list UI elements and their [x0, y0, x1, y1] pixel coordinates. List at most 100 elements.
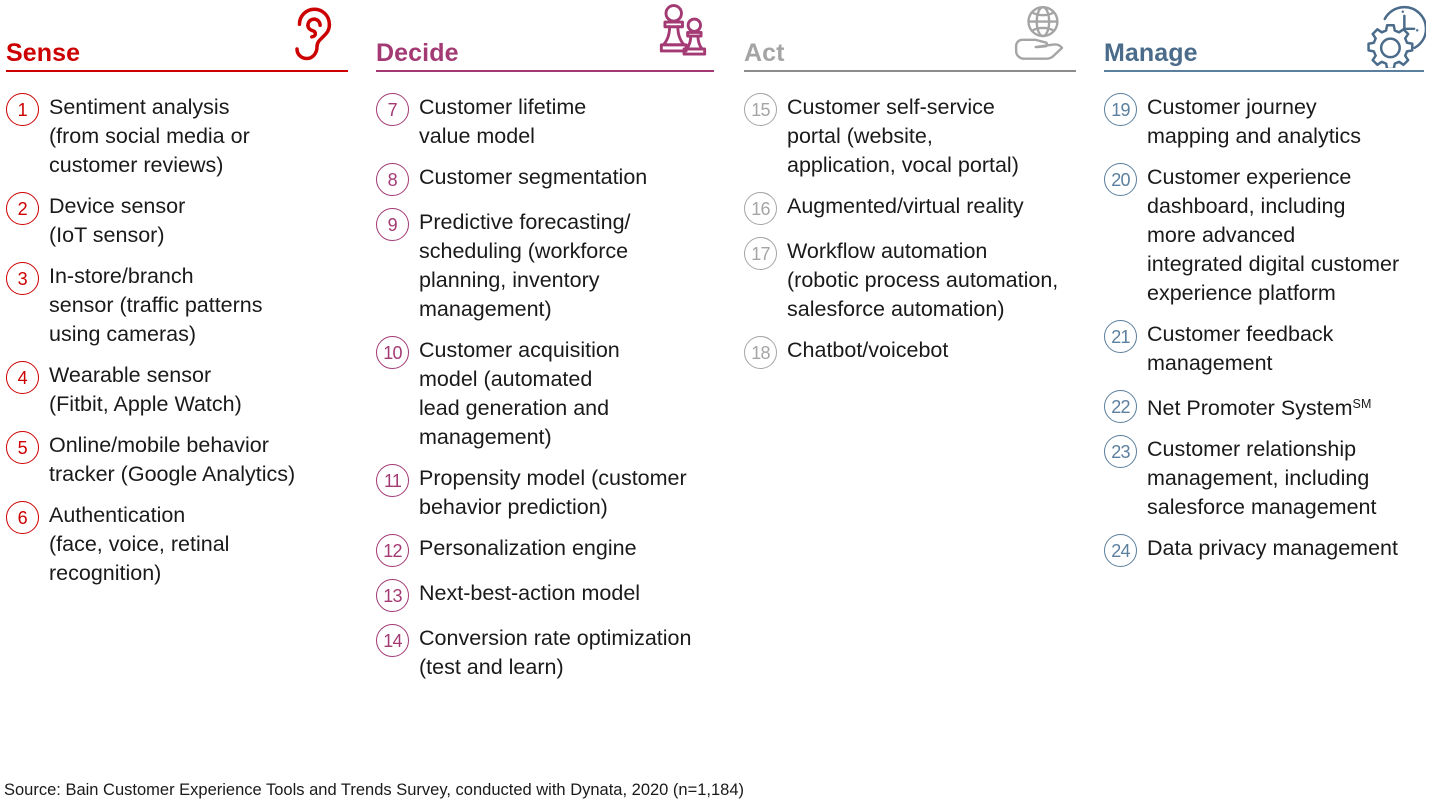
item-number-badge: 4 [6, 361, 39, 394]
list-item[interactable]: 9 Predictive forecasting/ scheduling (wo… [376, 207, 722, 324]
column-header-sense: Sense [6, 0, 356, 78]
list-item[interactable]: 20 Customer experience dashboard, includ… [1104, 162, 1432, 308]
item-number-badge: 23 [1104, 435, 1137, 468]
item-list-manage: 19 Customer journey mapping and analytic… [1104, 78, 1432, 567]
column-header-manage: Manage [1104, 0, 1432, 78]
list-item[interactable]: 16 Augmented/virtual reality [744, 191, 1084, 225]
list-item[interactable]: 11 Propensity model (customer behavior p… [376, 463, 722, 522]
item-number-badge: 1 [6, 93, 39, 126]
column-rule-sense [6, 70, 348, 72]
item-label: Authentication (face, voice, retinal rec… [49, 503, 230, 585]
item-label: Customer self-service portal (website, a… [787, 95, 1019, 177]
item-number-badge: 2 [6, 192, 39, 225]
list-item[interactable]: 22 Net Promoter SystemSM [1104, 389, 1432, 423]
item-label: Sentiment analysis (from social media or… [49, 95, 250, 177]
list-item[interactable]: 17 Workflow automation (robotic process … [744, 236, 1084, 324]
item-number-badge: 11 [376, 464, 409, 497]
list-item[interactable]: 23 Customer relationship management, inc… [1104, 434, 1432, 522]
item-number-badge: 22 [1104, 390, 1137, 423]
item-label: Customer lifetime value model [419, 95, 587, 148]
columns-container: Sense 1 Sentiment analysis (from social … [0, 0, 1440, 693]
column-header-decide: Decide [376, 0, 722, 78]
item-label: Customer segmentation [419, 165, 648, 189]
item-list-decide: 7 Customer lifetime value model 8 Custom… [376, 78, 722, 682]
item-label: Propensity model (customer behavior pred… [419, 466, 687, 519]
item-label: Wearable sensor (Fitbit, Apple Watch) [49, 363, 242, 416]
item-label: Predictive forecasting/ scheduling (work… [419, 210, 631, 321]
list-item[interactable]: 5 Online/mobile behavior tracker (Google… [6, 430, 356, 489]
item-label-nps: Net Promoter SystemSM [1147, 389, 1372, 423]
column-header-act: Act [744, 0, 1084, 78]
item-label: Chatbot/voicebot [787, 338, 949, 362]
item-number-badge: 19 [1104, 93, 1137, 126]
item-number-badge: 14 [376, 624, 409, 657]
column-rule-manage [1104, 70, 1424, 72]
source-note: Source: Bain Customer Experience Tools a… [4, 781, 745, 799]
item-number-badge: 10 [376, 336, 409, 369]
list-item[interactable]: 19 Customer journey mapping and analytic… [1104, 92, 1432, 151]
item-number-badge: 12 [376, 534, 409, 567]
item-number-badge: 15 [744, 93, 777, 126]
column-rule-act [744, 70, 1076, 72]
item-label: Online/mobile behavior tracker (Google A… [49, 433, 296, 486]
item-label: Data privacy management [1147, 536, 1398, 560]
item-label: In-store/branch sensor (traffic patterns… [49, 264, 263, 346]
ear-icon [284, 2, 350, 68]
item-list-sense: 1 Sentiment analysis (from social media … [6, 78, 356, 588]
item-label: Personalization engine [419, 536, 637, 560]
item-number-badge: 18 [744, 336, 777, 369]
item-label: Customer experience dashboard, including… [1147, 165, 1400, 305]
service-mark-superscript: SM [1352, 397, 1372, 411]
item-number-badge: 17 [744, 237, 777, 270]
item-number-badge: 16 [744, 192, 777, 225]
item-list-act: 15 Customer self-service portal (website… [744, 78, 1084, 369]
item-label: Customer relationship management, includ… [1147, 437, 1377, 519]
column-title-act: Act [744, 39, 785, 67]
column-act: Act 15 Customer s [730, 0, 1092, 380]
list-item[interactable]: 8 Customer segmentation [376, 162, 722, 196]
list-item[interactable]: 2 Device sensor (IoT sensor) [6, 191, 356, 250]
column-rule-decide [376, 70, 714, 72]
item-number-badge: 21 [1104, 320, 1137, 353]
item-label: Device sensor (IoT sensor) [49, 194, 186, 247]
item-label-text: Net Promoter System [1147, 396, 1353, 420]
item-number-badge: 9 [376, 208, 409, 241]
list-item[interactable]: 10 Customer acquisition model (automated… [376, 335, 722, 452]
item-number-badge: 5 [6, 431, 39, 464]
list-item[interactable]: 18 Chatbot/voicebot [744, 335, 1084, 369]
column-decide: Decide 7 [364, 0, 730, 693]
list-item[interactable]: 4 Wearable sensor (Fitbit, Apple Watch) [6, 360, 356, 419]
list-item[interactable]: 15 Customer self-service portal (website… [744, 92, 1084, 180]
item-number-badge: 24 [1104, 534, 1137, 567]
list-item[interactable]: 12 Personalization engine [376, 533, 722, 567]
list-item[interactable]: 14 Conversion rate optimization (test an… [376, 623, 722, 682]
list-item[interactable]: 1 Sentiment analysis (from social media … [6, 92, 356, 180]
list-item[interactable]: 21 Customer feedback management [1104, 319, 1432, 378]
column-manage: Manage 19 Customer journey map [1092, 0, 1440, 578]
item-number-badge: 3 [6, 262, 39, 295]
globe-in-hand-icon [1012, 2, 1078, 68]
list-item[interactable]: 13 Next-best-action model [376, 578, 722, 612]
item-label: Next-best-action model [419, 581, 641, 605]
column-title-manage: Manage [1104, 39, 1198, 67]
list-item[interactable]: 24 Data privacy management [1104, 533, 1432, 567]
item-label: Augmented/virtual reality [787, 194, 1024, 218]
column-title-sense: Sense [6, 39, 81, 67]
gear-clock-icon [1360, 2, 1426, 68]
column-title-decide: Decide [376, 39, 459, 67]
item-number-badge: 13 [376, 579, 409, 612]
item-number-badge: 7 [376, 93, 409, 126]
column-sense: Sense 1 Sentiment analysis (from social … [0, 0, 364, 599]
list-item[interactable]: 3 In-store/branch sensor (traffic patter… [6, 261, 356, 349]
item-number-badge: 6 [6, 501, 39, 534]
item-label: Workflow automation (robotic process aut… [787, 239, 1059, 321]
item-label: Customer feedback management [1147, 322, 1334, 375]
list-item[interactable]: 7 Customer lifetime value model [376, 92, 722, 151]
item-number-badge: 8 [376, 163, 409, 196]
item-label: Conversion rate optimization (test and l… [419, 626, 692, 679]
chess-pieces-icon [650, 2, 716, 68]
list-item[interactable]: 6 Authentication (face, voice, retinal r… [6, 500, 356, 588]
item-label: Customer journey mapping and analytics [1147, 95, 1361, 148]
item-number-badge: 20 [1104, 163, 1137, 196]
